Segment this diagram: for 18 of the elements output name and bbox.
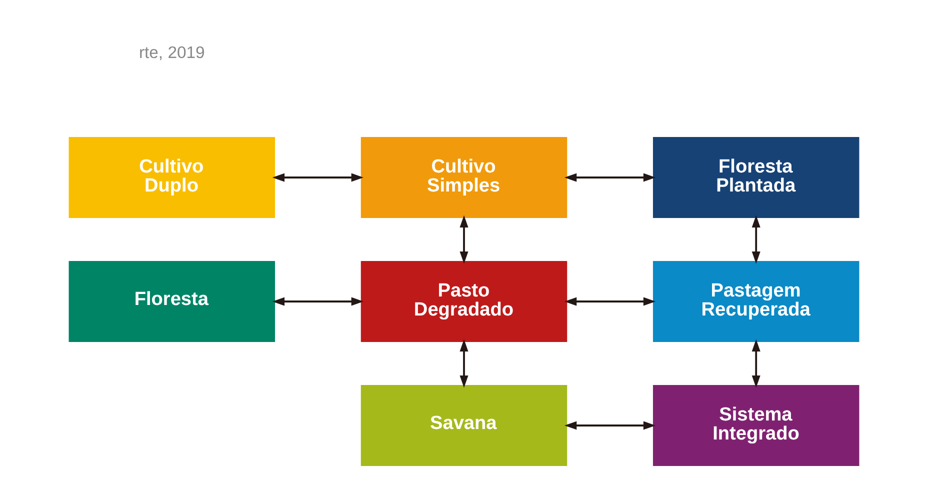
arrow bbox=[752, 215, 760, 264]
label: rte, 2019 bbox=[138, 42, 205, 62]
node-box: Pastagem Recuperada bbox=[652, 260, 860, 342]
node-box: Savana bbox=[360, 384, 568, 466]
arrow bbox=[460, 339, 468, 388]
node-box: Floresta Plantada bbox=[652, 136, 860, 218]
node-box: Sistema Integrado bbox=[652, 384, 860, 466]
arrow bbox=[460, 215, 468, 264]
arrow bbox=[752, 339, 760, 388]
arrow bbox=[272, 173, 364, 182]
node-box: Cultivo Duplo bbox=[68, 136, 276, 218]
arrow bbox=[564, 421, 656, 430]
node-box: Cultivo Simples bbox=[360, 136, 568, 218]
arrow bbox=[272, 297, 364, 306]
arrow bbox=[564, 297, 656, 306]
arrow bbox=[564, 173, 656, 182]
node-box: Floresta bbox=[68, 260, 276, 342]
node-box: Pasto Degradado bbox=[360, 260, 568, 342]
